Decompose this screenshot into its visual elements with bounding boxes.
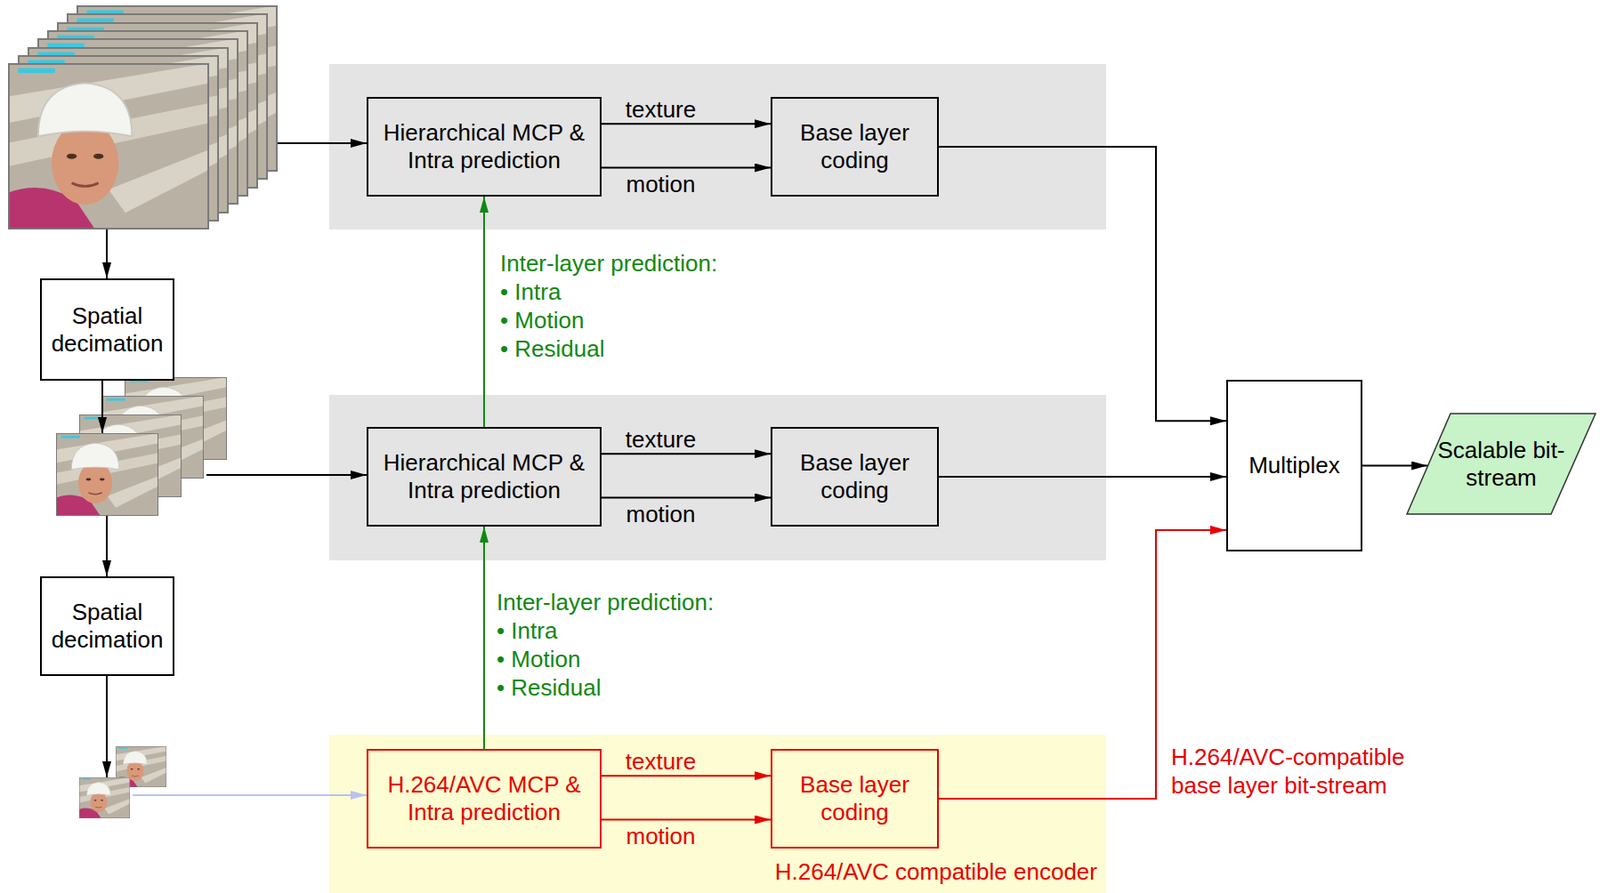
frame-arrow xyxy=(101,380,104,434)
connector-arrow xyxy=(601,122,771,125)
node-text: Base layer coding xyxy=(779,449,930,505)
edge-label: texture xyxy=(625,425,697,454)
stream-note: H.264/AVC-compatible base layer bit-stre… xyxy=(1171,743,1421,800)
connector-arrow xyxy=(483,196,485,428)
node-text: Scalable bit-stream xyxy=(1434,436,1568,493)
frame-arrow xyxy=(105,676,108,778)
frame-arrow xyxy=(105,229,108,279)
inter-layer-note: • Residual xyxy=(500,334,606,364)
decimation-box: Spatial decimation xyxy=(40,576,175,677)
frame-arrow xyxy=(206,474,367,477)
video-frame-stack xyxy=(8,5,278,230)
inter-layer-note: • Motion xyxy=(496,645,581,674)
inter-layer-note: • Intra xyxy=(496,616,558,646)
process-box: H.264/AVC MCP & Intra prediction xyxy=(366,749,602,849)
video-frame-stack xyxy=(56,377,227,517)
coding-box: Base layer coding xyxy=(770,749,939,849)
connector-arrow xyxy=(601,167,771,170)
connector-arrow xyxy=(938,476,1227,478)
inter-layer-note: Inter-layer prediction: xyxy=(496,588,714,617)
node-text: Multiplex xyxy=(1248,452,1341,480)
node-text: Base layer coding xyxy=(779,119,930,175)
process-box: Hierarchical MCP & Intra prediction xyxy=(366,427,602,527)
connector-arrow xyxy=(938,146,1227,421)
node-text: H.264/AVC MCP & Intra prediction xyxy=(375,771,593,827)
inter-layer-note: Inter-layer prediction: xyxy=(500,249,718,278)
inter-layer-note: • Residual xyxy=(496,673,602,703)
output-parallelogram: Scalable bit-stream xyxy=(1406,412,1597,516)
connector-arrow xyxy=(601,775,771,777)
parallelogram-shape xyxy=(1406,413,1596,515)
node-text: Hierarchical MCP & Intra prediction xyxy=(375,449,593,505)
connector-arrow xyxy=(601,819,771,822)
process-box: Hierarchical MCP & Intra prediction xyxy=(366,96,602,197)
decimation-box: Spatial decimation xyxy=(40,278,175,381)
frame-arrow xyxy=(132,794,367,797)
encoder-band: H.264/AVC compatible encoder H.264/AVC MC… xyxy=(329,735,1107,893)
frame-arrows xyxy=(102,143,367,796)
connector-arrow xyxy=(1362,465,1428,468)
encoder-band-fill xyxy=(329,735,1107,893)
connector-arrow xyxy=(601,452,771,455)
coding-box: Base layer coding xyxy=(770,96,939,197)
edge-label: motion xyxy=(625,169,695,199)
node-text: Spatial decimation xyxy=(47,598,168,655)
connector-arrow xyxy=(601,497,771,500)
coding-box: Base layer coding xyxy=(770,427,939,527)
node-text: Spatial decimation xyxy=(47,302,168,358)
multiplex-box: Multiplex xyxy=(1226,379,1363,552)
frame-arrow xyxy=(105,516,108,577)
node-text: Hierarchical MCP & Intra prediction xyxy=(375,119,593,175)
edge-label: motion xyxy=(625,822,695,851)
edge-label: texture xyxy=(625,95,697,124)
inter-layer-note: • Intra xyxy=(500,277,561,307)
frame-arrow xyxy=(277,142,367,145)
inter-layer-note: • Motion xyxy=(500,306,584,335)
connector-arrow xyxy=(483,526,485,750)
node-text: H.264/AVC compatible encoder xyxy=(775,858,1098,887)
node-text: Base layer coding xyxy=(779,771,930,827)
edge-label: texture xyxy=(625,747,697,776)
video-frame-stack xyxy=(79,746,167,819)
edge-label: motion xyxy=(625,500,695,529)
